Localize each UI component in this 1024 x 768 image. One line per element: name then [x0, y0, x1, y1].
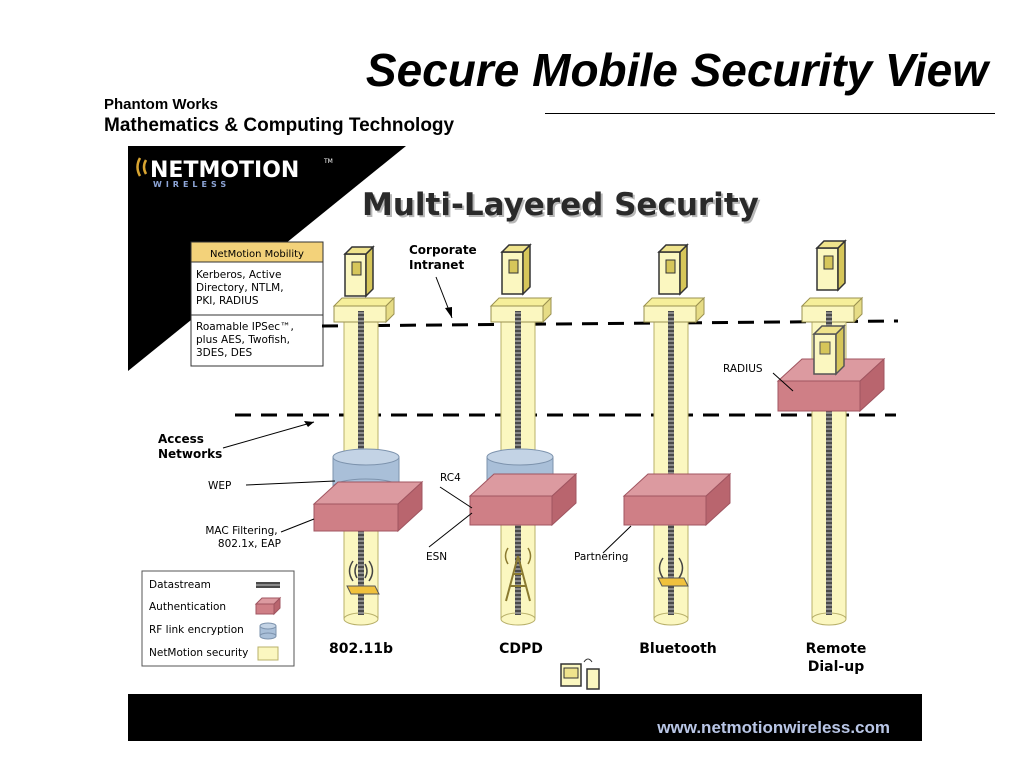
column-label-dial-up: Dial-up: [808, 659, 864, 675]
diagram-heading: Multi-Layered Security: [362, 187, 759, 223]
legend-swatch-rf-link: [259, 622, 277, 640]
legend-label-netmotion: NetMotion security: [149, 647, 248, 659]
legend-swatch-authentication: [254, 596, 282, 616]
datastream-bar: [826, 311, 832, 615]
org-name: Phantom Works: [104, 96, 218, 113]
column-cdpd: [468, 243, 578, 626]
heading-shadow: Multi-Layered Security: [364, 189, 761, 225]
mobile-devices-icon: [560, 658, 600, 690]
esn-label: ESN: [426, 551, 447, 563]
legend-swatch-datastream: [256, 582, 280, 588]
mac-filtering-label: MAC Filtering, 802.1x, EAP: [205, 525, 281, 550]
column-label-remote: Remote: [806, 641, 867, 657]
corporate-intranet-label: Corporate Intranet: [409, 243, 481, 272]
footer-bar: [128, 694, 922, 741]
mobility-auth-list: Kerberos, Active Directory, NTLM, PKI, R…: [196, 269, 287, 307]
footer-url: www.netmotionwireless.com: [656, 718, 890, 737]
mobility-encryption-list: Roamable IPSec™, plus AES, Twofish, 3DES…: [196, 321, 297, 359]
server-icon: [500, 243, 532, 296]
mobility-box-title: NetMotion Mobility: [210, 249, 304, 260]
signal-wave-icon: [136, 157, 142, 177]
signal-wave-icon: [142, 159, 148, 175]
partnering-label: Partnering: [574, 551, 628, 563]
slide-title: Secure Mobile Security View: [365, 44, 988, 96]
logo-tm: TM: [323, 158, 333, 165]
bluetooth-device-icon: [657, 557, 689, 587]
column-label-bluetooth: Bluetooth: [639, 641, 717, 657]
wireless-access-point-icon: [346, 560, 380, 595]
callout-lines: [222, 276, 794, 554]
datastream-bar: [668, 311, 674, 615]
column-bluetooth: [622, 243, 732, 626]
logo-wordmark: NETMOTION: [150, 158, 299, 183]
org-department: Mathematics & Computing Technology: [104, 115, 455, 136]
column-label-802-11b: 802.11b: [329, 641, 393, 657]
logo-subtext: WIRELESS: [153, 180, 230, 189]
column-802-11b: [312, 245, 424, 626]
server-icon: [343, 245, 375, 298]
rc4-label: RC4: [440, 472, 461, 484]
authentication-block: [622, 472, 732, 527]
cell-tower-icon: [504, 547, 532, 602]
server-icon: [657, 243, 689, 296]
mobility-box-header: [190, 241, 324, 263]
title-rule: [545, 113, 995, 114]
column-remote-dial-up: [776, 239, 886, 626]
authentication-block: [468, 472, 578, 527]
wep-label: WEP: [208, 480, 231, 492]
legend-label-rf-link: RF link encryption: [149, 624, 244, 636]
legend-label-datastream: Datastream: [149, 579, 211, 591]
mobility-box: NetMotion Mobility Kerberos, Active Dire…: [190, 241, 324, 367]
radius-server-icon: [812, 324, 846, 376]
authentication-block: [312, 480, 424, 533]
netmotion-logo: NETMOTION TM WIRELESS: [136, 157, 333, 189]
radius-label: RADIUS: [723, 363, 763, 375]
server-icon: [815, 239, 847, 292]
access-networks-label: Access Networks: [158, 432, 222, 461]
arrow-head-icon: [445, 307, 452, 318]
legend-label-authentication: Authentication: [149, 601, 226, 613]
arrow-head-icon: [304, 421, 314, 427]
legend-swatch-netmotion: [257, 646, 279, 661]
legend: Datastream Authentication RF link encryp…: [141, 570, 295, 667]
column-label-cdpd: CDPD: [499, 641, 543, 657]
netmotion-diagram: www.netmotionwireless.com NETMOTION TM W…: [128, 146, 922, 741]
